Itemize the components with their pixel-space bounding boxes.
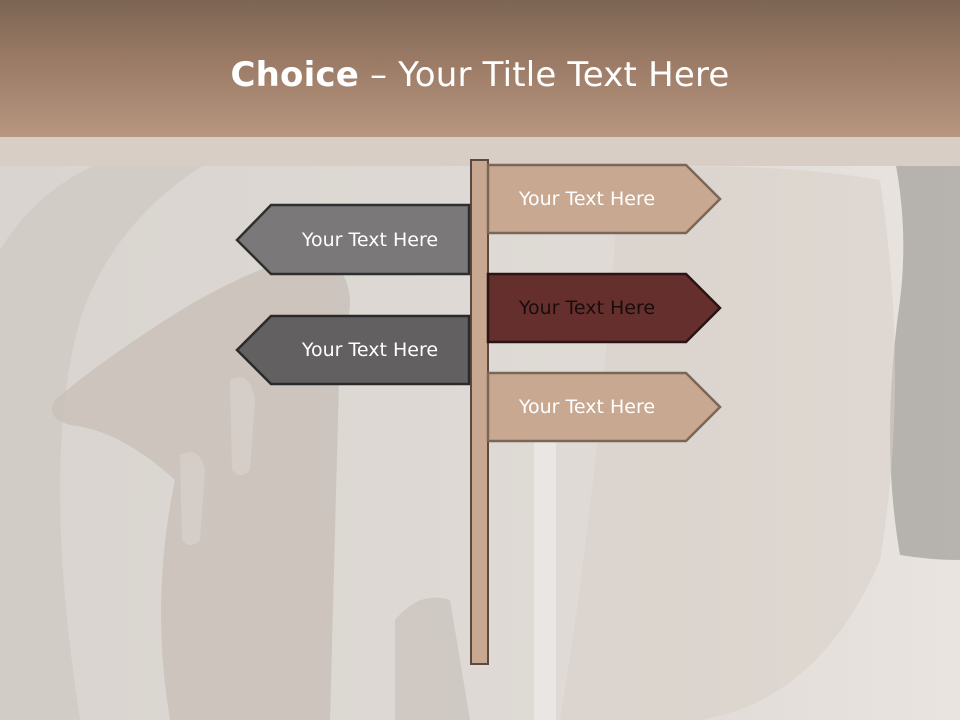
sign-label-2: Your Text Here [301, 229, 439, 251]
lower-hand-shape [395, 597, 470, 720]
sign-arrow-3 [486, 272, 722, 344]
title-rest: – Your Title Text Here [359, 55, 730, 95]
hair-shape [890, 137, 960, 560]
sign-arrow-5 [486, 371, 722, 443]
finger-shape-2 [180, 452, 205, 545]
sign-arrow-4 [235, 314, 471, 386]
sign-arrow-2 [235, 203, 471, 276]
strap-line [534, 430, 556, 720]
title-bar: Choice – Your Title Text Here [0, 0, 960, 137]
shoulder-shape [0, 140, 250, 720]
slide-title: Choice – Your Title Text Here [0, 52, 960, 98]
title-bold: Choice [230, 55, 360, 95]
finger-shape [230, 377, 255, 475]
sign-label-3: Your Text Here [518, 297, 656, 319]
sign-label-5: Your Text Here [518, 396, 656, 418]
signpost-pole [470, 159, 489, 665]
sign-label-1: Your Text Here [518, 188, 656, 210]
sign-label-4: Your Text Here [301, 339, 439, 361]
sign-arrow-1 [486, 163, 722, 235]
